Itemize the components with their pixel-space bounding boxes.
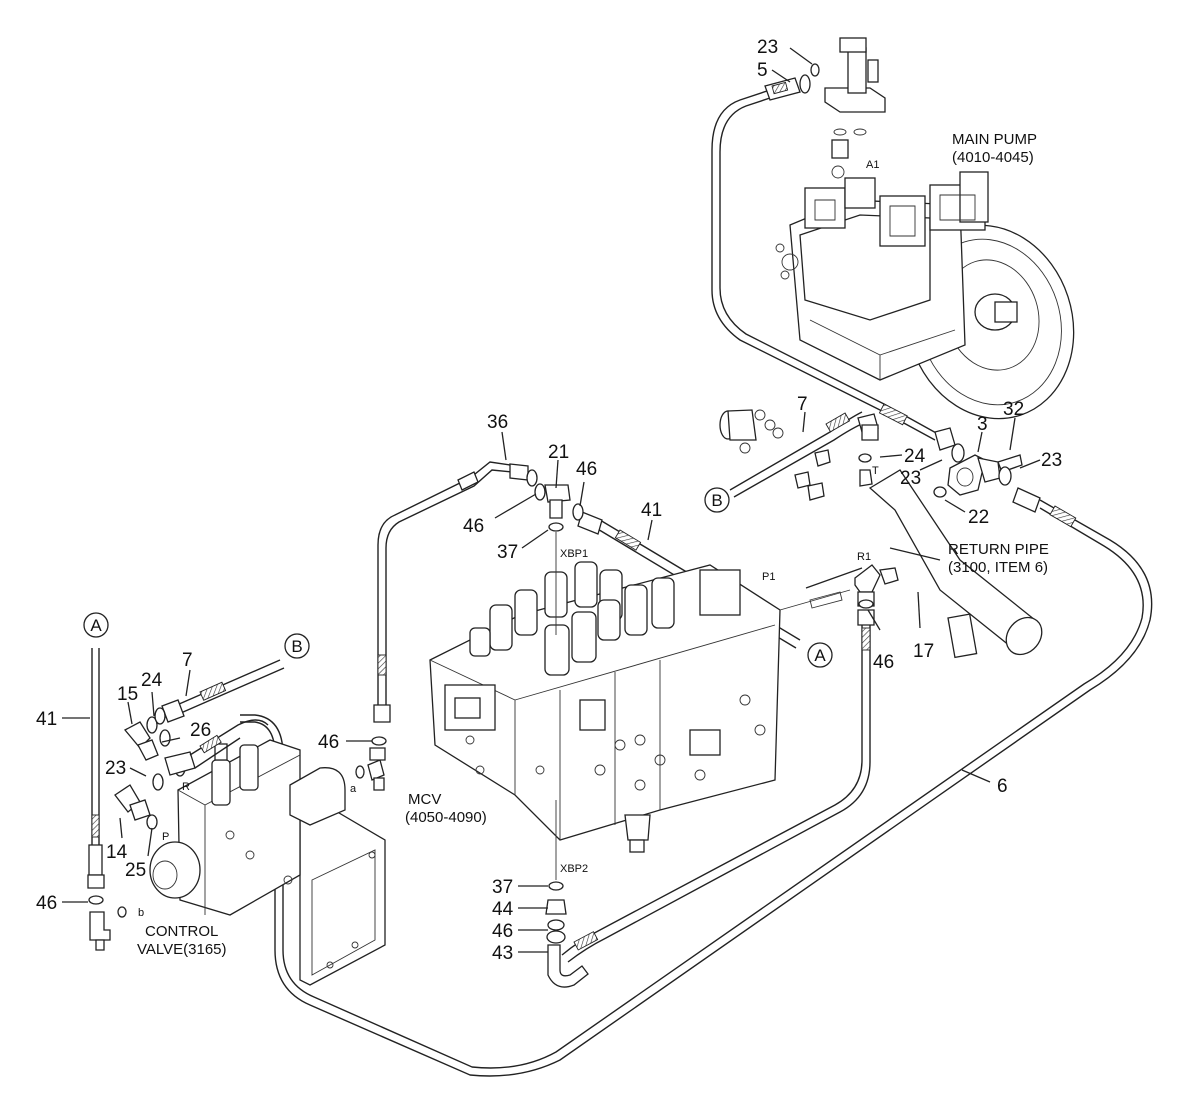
mcv [429, 561, 781, 853]
svg-text:A: A [90, 616, 102, 635]
return-pipe-caption-1: RETURN PIPE [948, 541, 1049, 558]
callout-15: 15 [117, 684, 138, 705]
control-valve [149, 739, 386, 986]
port-r: R [182, 781, 190, 793]
callouts: 23 5 7 24 23 3 32 23 22 36 21 46 46 37 4… [36, 37, 1062, 964]
connector-b-right: B [704, 487, 730, 513]
main-pump-caption-2: (4010-4045) [952, 149, 1034, 166]
callout-46: 46 [576, 459, 597, 480]
connector-b-left: B [284, 633, 310, 659]
callout-5: 5 [757, 60, 768, 81]
return-pipe-caption-2: (3100, ITEM 6) [948, 559, 1048, 576]
mcv-caption-1: MCV [408, 791, 441, 808]
callout-43: 43 [492, 943, 513, 964]
callout-23: 23 [1041, 450, 1062, 471]
port-b: b [138, 907, 144, 919]
callout-46: 46 [318, 732, 339, 753]
callout-23: 23 [105, 758, 126, 779]
svg-text:A: A [814, 646, 826, 665]
callout-7: 7 [797, 394, 808, 415]
port-p: P [162, 831, 169, 843]
callout-32: 32 [1003, 399, 1024, 420]
callout-21: 21 [548, 442, 569, 463]
callout-37: 37 [492, 877, 513, 898]
callout-23: 23 [757, 37, 778, 58]
callout-3: 3 [977, 414, 988, 435]
callout-46: 46 [463, 516, 484, 537]
main-pump [775, 37, 1075, 420]
callout-7: 7 [182, 650, 193, 671]
callout-36: 36 [487, 412, 508, 433]
callout-46: 46 [36, 893, 57, 914]
svg-text:B: B [711, 491, 722, 510]
callout-14: 14 [106, 842, 128, 863]
callout-6: 6 [997, 776, 1008, 797]
mcv-caption-2: (4050-4090) [405, 809, 487, 826]
port-p1: P1 [762, 571, 775, 583]
connector-a-left: A [83, 612, 109, 638]
callout-24: 24 [141, 670, 163, 691]
port-xbp2: XBP2 [560, 863, 588, 875]
callout-41: 41 [36, 709, 57, 730]
port-xbp1: XBP1 [560, 548, 588, 560]
callout-46: 46 [492, 921, 513, 942]
connector-a-pipe-end: A [807, 642, 833, 668]
control-valve-caption-2: VALVE(3165) [137, 941, 227, 958]
callout-46: 46 [873, 652, 894, 673]
callout-24: 24 [904, 446, 926, 467]
port-t: T [872, 465, 879, 477]
callout-44: 44 [492, 899, 514, 920]
control-valve-caption-1: CONTROL [145, 923, 218, 940]
callout-17: 17 [913, 641, 934, 662]
callout-23: 23 [900, 468, 921, 489]
main-pump-caption-1: MAIN PUMP [952, 131, 1037, 148]
callout-37: 37 [497, 542, 518, 563]
callout-25: 25 [125, 860, 146, 881]
svg-text:B: B [291, 637, 302, 656]
port-a1: A1 [866, 159, 879, 171]
callout-22: 22 [968, 507, 989, 528]
callout-41: 41 [641, 500, 662, 521]
port-a: a [350, 783, 357, 795]
port-r1: R1 [857, 551, 871, 563]
callout-26: 26 [190, 720, 211, 741]
